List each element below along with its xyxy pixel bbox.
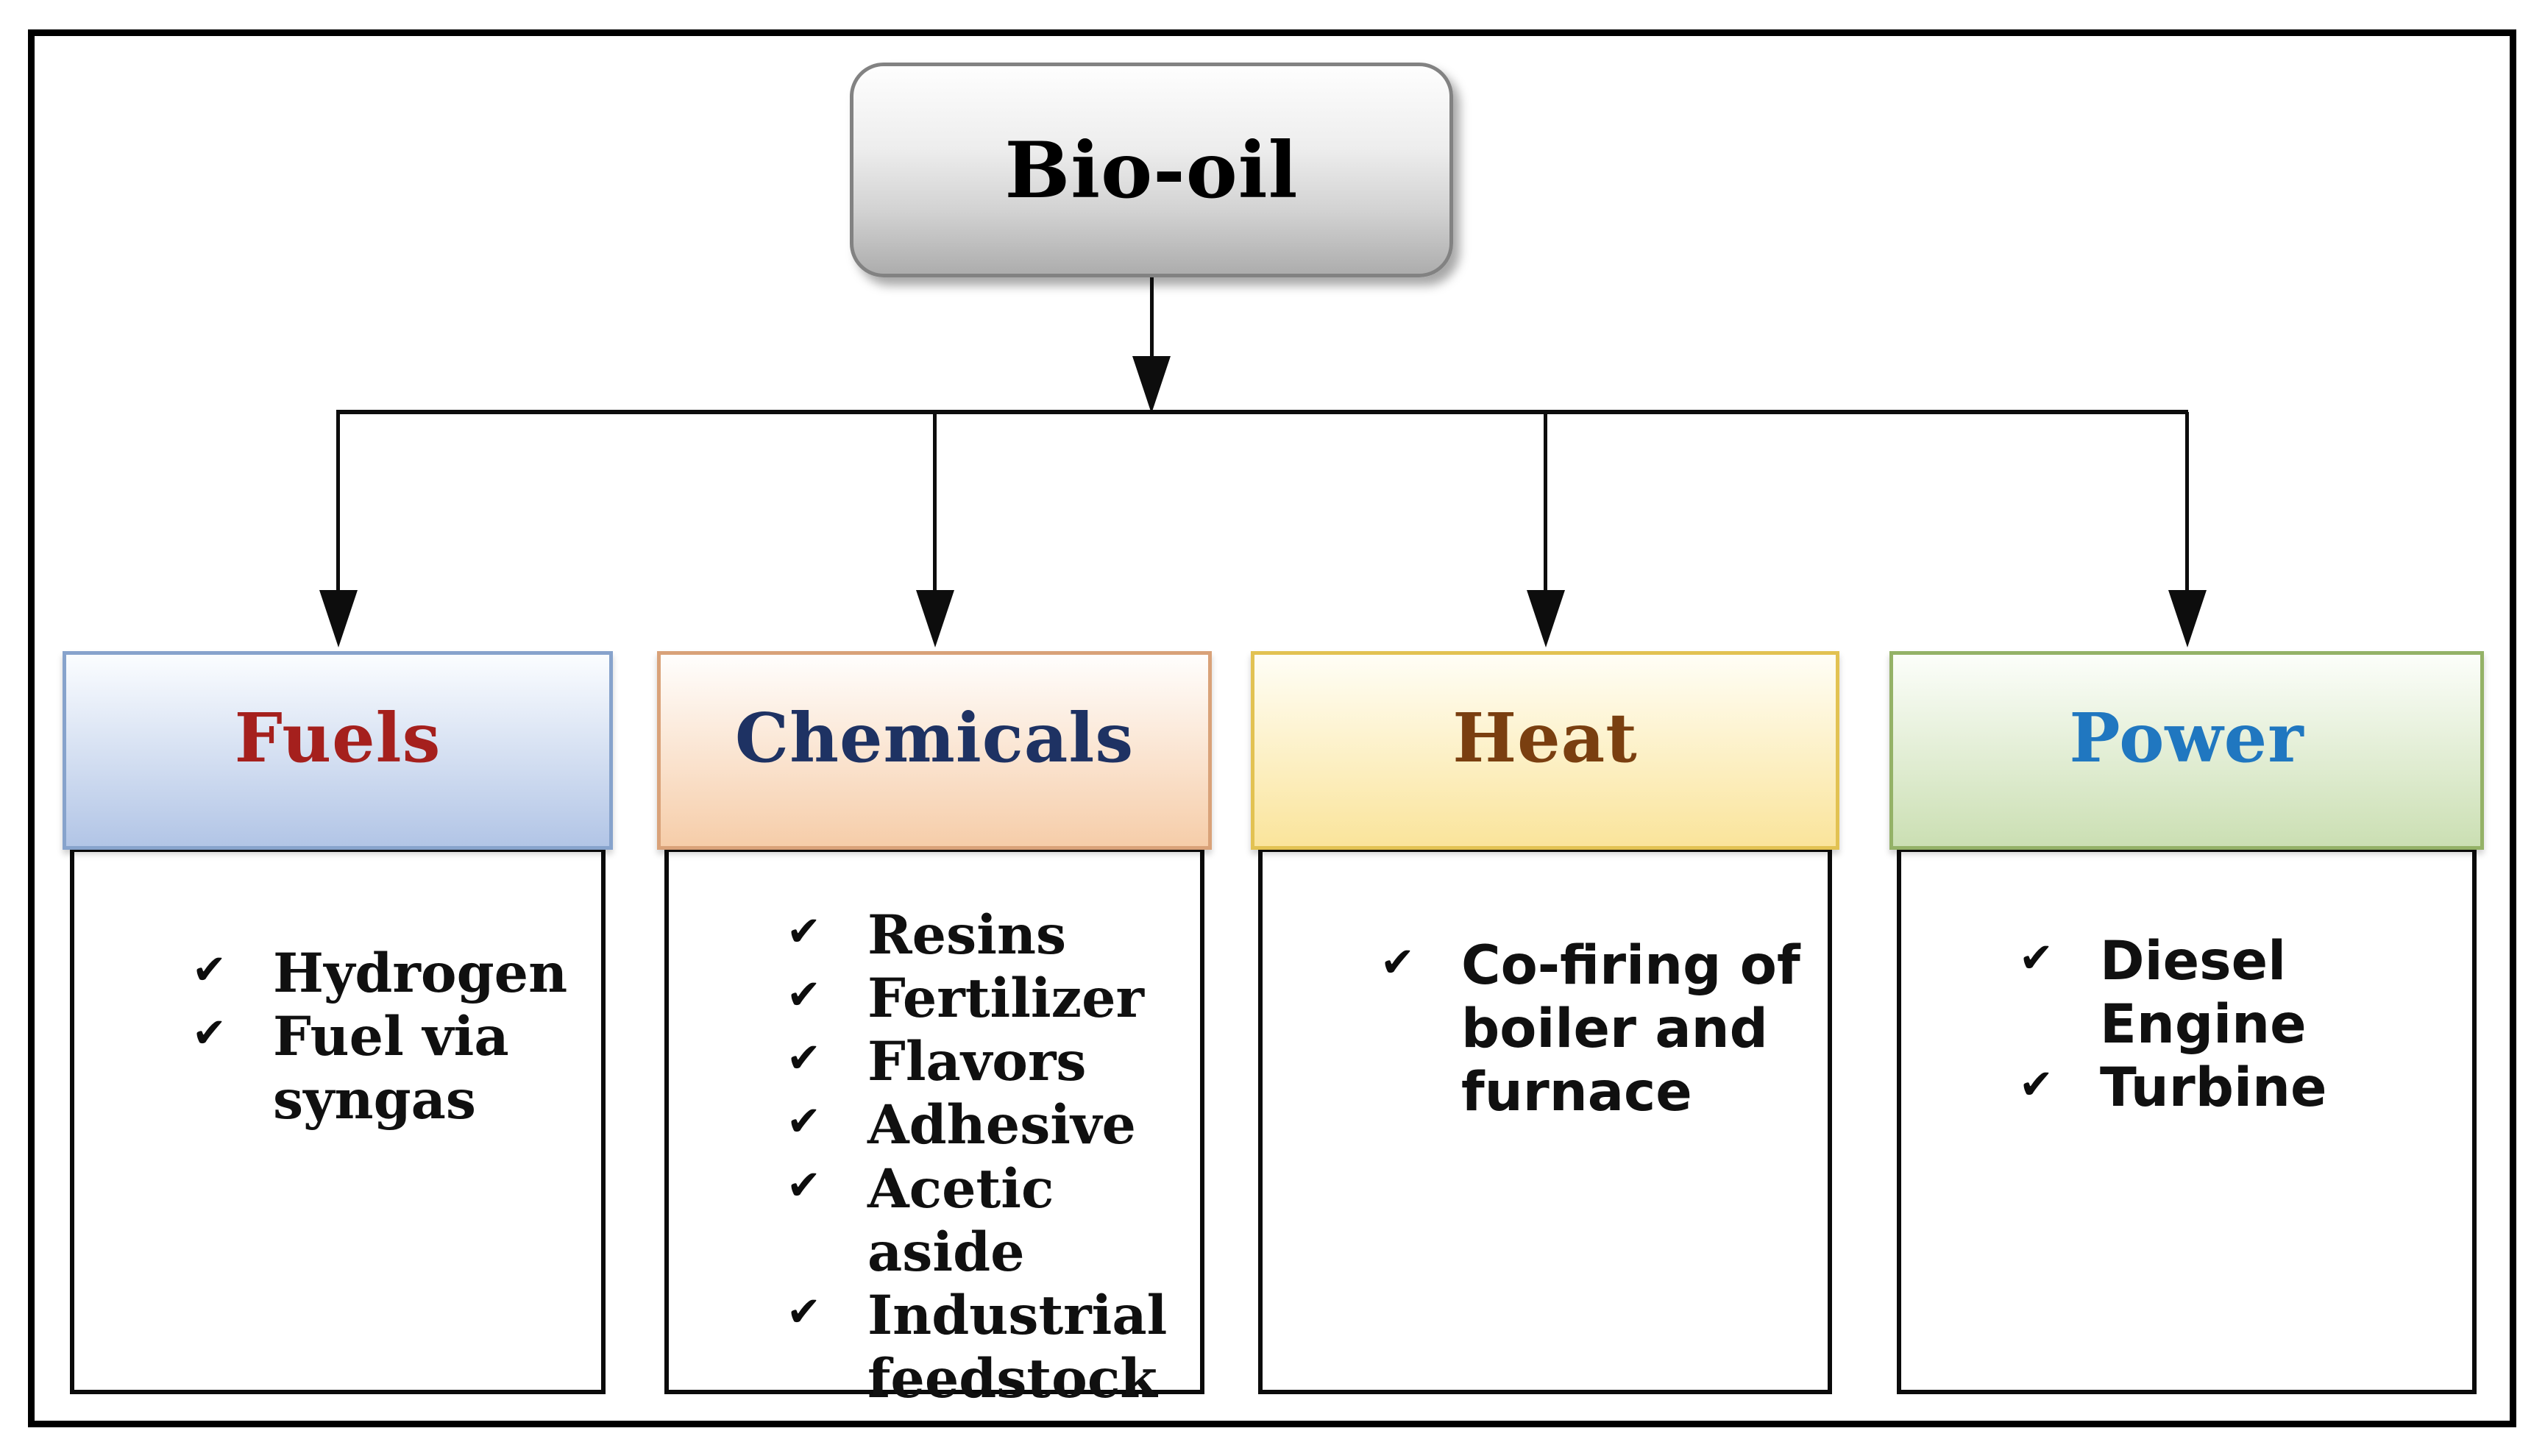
chemicals-header: Chemicals xyxy=(657,651,1212,850)
arrowhead-power-icon xyxy=(2168,590,2207,647)
bio-oil-label: Bio-oil xyxy=(1004,124,1299,216)
check-icon: ✔ xyxy=(787,1288,821,1336)
drop-line-heat xyxy=(1544,412,1547,594)
fuels-body: ✔ Hydrogen ✔ Fuel via syngas xyxy=(70,848,606,1394)
power-list: ✔ Diesel Engine ✔ Turbine xyxy=(1901,930,2472,1120)
check-icon: ✔ xyxy=(787,1034,821,1083)
drop-line-chemicals xyxy=(933,412,937,594)
heat-title: Heat xyxy=(1452,698,1638,778)
list-item: ✔ Acetic aside xyxy=(787,1157,1185,1284)
drop-line-fuels xyxy=(336,412,340,594)
check-icon: ✔ xyxy=(2019,934,2054,982)
chemicals-list: ✔ Resins ✔ Fertilizer ✔ Flavors ✔ Adhesive ✔ Acet… xyxy=(669,903,1200,1410)
arrowhead-fuels-icon xyxy=(319,590,358,647)
check-icon: ✔ xyxy=(192,946,227,994)
chemicals-title: Chemicals xyxy=(734,698,1135,778)
power-header: Power xyxy=(1889,651,2484,850)
check-icon: ✔ xyxy=(787,1161,821,1210)
arrowhead-chemicals-icon xyxy=(916,590,954,647)
power-title: Power xyxy=(2069,698,2304,778)
power-body: ✔ Diesel Engine ✔ Turbine xyxy=(1897,848,2477,1394)
fuels-title: Fuels xyxy=(234,698,441,778)
list-item: ✔ Hydrogen xyxy=(192,942,586,1005)
check-icon: ✔ xyxy=(192,1009,227,1058)
list-item: ✔ Fuel via syngas xyxy=(192,1005,586,1132)
item-text: Fuel via syngas xyxy=(273,1005,509,1132)
check-icon: ✔ xyxy=(2019,1061,2054,1109)
item-text: Diesel Engine xyxy=(2100,930,2307,1057)
list-item: ✔ Diesel Engine xyxy=(2019,930,2465,1057)
bio-oil-node: Bio-oil xyxy=(850,63,1453,277)
list-item: ✔ Flavors xyxy=(787,1030,1185,1093)
heat-list: ✔ Co-firing of boiler and furnace xyxy=(1263,934,1828,1124)
drop-line-power xyxy=(2185,412,2189,594)
list-item: ✔ Co-firing of boiler and furnace xyxy=(1380,934,1813,1124)
list-item: ✔ Turbine xyxy=(2019,1057,2465,1120)
arrowhead-heat-icon xyxy=(1527,590,1565,647)
chemicals-body: ✔ Resins ✔ Fertilizer ✔ Flavors ✔ Adhesive ✔ Acet… xyxy=(664,848,1204,1410)
item-text: Resins xyxy=(867,903,1067,967)
item-text: Acetic aside xyxy=(867,1157,1054,1284)
check-icon: ✔ xyxy=(1380,939,1415,987)
list-item: ✔ Adhesive xyxy=(787,1093,1185,1157)
item-text: Co-firing of boiler and furnace xyxy=(1461,934,1800,1124)
list-item: ✔ Industrial feedstock xyxy=(787,1284,1185,1410)
junction-arrowhead-icon xyxy=(1132,356,1171,413)
check-icon: ✔ xyxy=(787,908,821,956)
item-text: Adhesive xyxy=(867,1093,1136,1157)
fuels-header: Fuels xyxy=(63,651,613,850)
item-text: Turbine xyxy=(2100,1057,2327,1120)
item-text: Flavors xyxy=(867,1030,1087,1094)
item-text: Industrial feedstock xyxy=(867,1283,1168,1410)
item-text: Hydrogen xyxy=(273,942,568,1005)
list-item: ✔ Resins xyxy=(787,903,1185,967)
fuels-list: ✔ Hydrogen ✔ Fuel via syngas xyxy=(74,942,601,1132)
heat-header: Heat xyxy=(1251,651,1839,850)
check-icon: ✔ xyxy=(787,971,821,1020)
item-text: Fertilizer xyxy=(867,967,1145,1031)
check-icon: ✔ xyxy=(787,1098,821,1146)
list-item: ✔ Fertilizer xyxy=(787,967,1185,1030)
branch-bar xyxy=(336,410,2188,414)
heat-body: ✔ Co-firing of boiler and furnace xyxy=(1258,848,1832,1394)
trunk-line xyxy=(1150,277,1154,362)
